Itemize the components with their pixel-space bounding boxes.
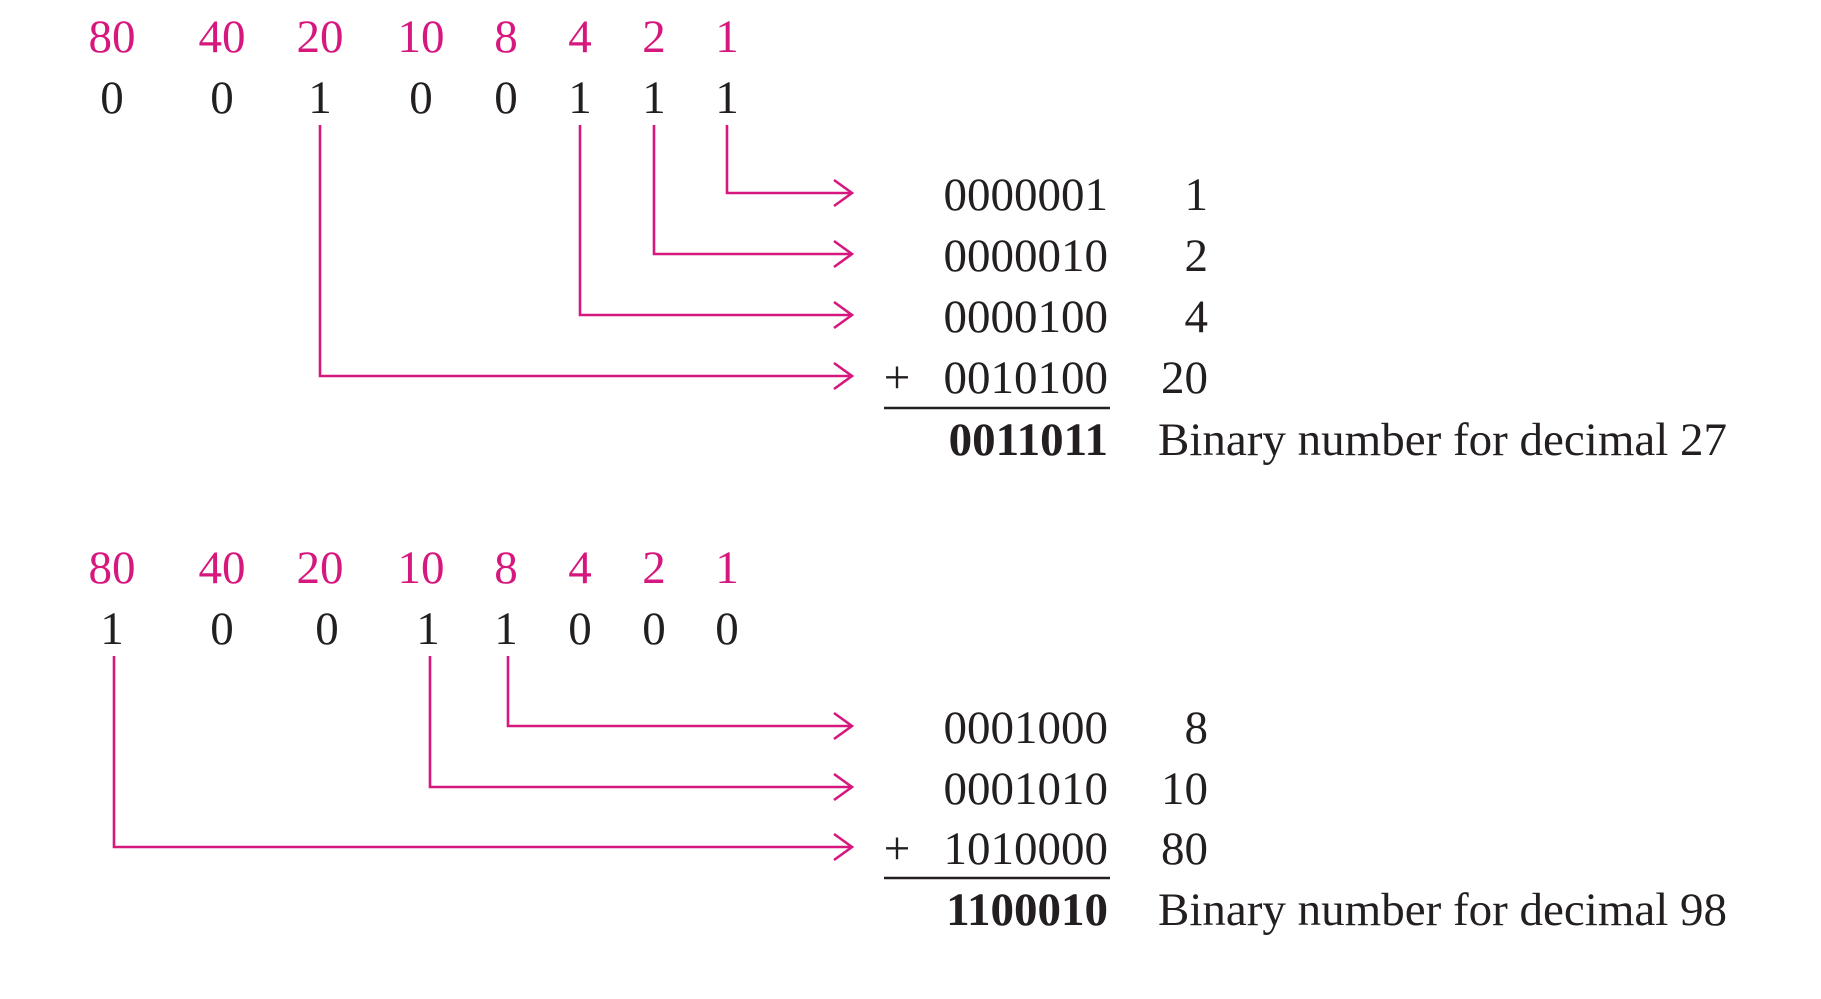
bcd-digit: 0 — [715, 603, 739, 655]
arrow-connector — [725, 125, 850, 195]
addition-column: 0000001 1 0000010 2 0000100 4 + 0010100 … — [884, 169, 1727, 466]
plus-sign: + — [884, 823, 911, 875]
weight-label: 80 — [89, 11, 136, 63]
arrow-connector — [652, 125, 850, 256]
result-label: Binary number for decimal 98 — [1158, 884, 1727, 936]
term-value: 2 — [1185, 230, 1209, 282]
arrowhead-icon — [833, 178, 855, 208]
arrowhead-icon — [833, 361, 855, 391]
weight-row: 80 40 20 10 8 4 2 1 — [89, 11, 739, 63]
weight-label: 10 — [398, 11, 445, 63]
addition-column: 0001000 8 0001010 10 + 1010000 80 110001… — [884, 702, 1727, 936]
bcd-digit: 1 — [715, 72, 739, 124]
weight-label: 1 — [715, 11, 739, 63]
bcd-digit: 0 — [210, 603, 234, 655]
bcd-digit: 0 — [494, 72, 518, 124]
bcd-digit: 1 — [416, 603, 440, 655]
binary-term: 1010000 — [944, 823, 1109, 875]
arrowhead-icon — [833, 711, 855, 741]
plus-sign: + — [884, 352, 911, 404]
weight-row: 80 40 20 10 8 4 2 1 — [89, 542, 739, 594]
term-value: 20 — [1161, 352, 1208, 404]
bcd-digit: 1 — [494, 603, 518, 655]
bcd-digit: 0 — [409, 72, 433, 124]
arrow-connector — [506, 656, 850, 728]
bcd-digit: 1 — [642, 72, 666, 124]
result-binary: 0011011 — [949, 414, 1108, 466]
result-label: Binary number for decimal 27 — [1158, 414, 1727, 466]
bcd-digit: 0 — [315, 603, 339, 655]
term-value: 1 — [1185, 169, 1209, 221]
arrowhead-icon — [833, 300, 855, 330]
arrowhead-icon — [833, 239, 855, 269]
arrow-connector — [318, 125, 850, 378]
arrow-connector — [578, 125, 850, 317]
weight-label: 20 — [297, 11, 344, 63]
weight-label: 10 — [398, 542, 445, 594]
arrow-group — [318, 125, 855, 391]
arrow-connector — [112, 656, 850, 849]
weight-label: 2 — [642, 11, 666, 63]
weight-label: 80 — [89, 542, 136, 594]
weight-label: 40 — [199, 542, 246, 594]
term-value: 80 — [1161, 823, 1208, 875]
term-value: 10 — [1161, 763, 1208, 815]
weight-label: 20 — [297, 542, 344, 594]
weight-label: 4 — [568, 542, 592, 594]
binary-term: 0000010 — [944, 230, 1109, 282]
bcd-digit: 0 — [568, 603, 592, 655]
weight-label: 2 — [642, 542, 666, 594]
binary-term: 0001000 — [944, 702, 1109, 754]
example-1: 80 40 20 10 8 4 2 1 0 0 1 0 0 1 1 1 — [89, 11, 1728, 466]
arrowhead-icon — [833, 832, 855, 862]
result-binary: 1100010 — [946, 884, 1108, 936]
bcd-digit-row: 0 0 1 0 0 1 1 1 — [100, 72, 739, 124]
bcd-digit: 1 — [308, 72, 332, 124]
term-value: 4 — [1185, 291, 1209, 343]
arrow-connector — [428, 656, 850, 789]
bcd-digit: 0 — [100, 72, 124, 124]
binary-term: 0000100 — [944, 291, 1109, 343]
bcd-digit-row: 1 0 0 1 1 0 0 0 — [100, 603, 739, 655]
arrow-group — [112, 656, 855, 862]
arrowhead-icon — [833, 772, 855, 802]
weight-label: 1 — [715, 542, 739, 594]
term-value: 8 — [1185, 702, 1209, 754]
binary-term: 0001010 — [944, 763, 1109, 815]
weight-label: 4 — [568, 11, 592, 63]
bcd-digit: 1 — [568, 72, 592, 124]
binary-term: 0010100 — [944, 352, 1109, 404]
binary-term: 0000001 — [944, 169, 1109, 221]
bcd-digit: 1 — [100, 603, 124, 655]
weight-label: 8 — [494, 542, 518, 594]
example-2: 80 40 20 10 8 4 2 1 1 0 0 1 1 0 0 0 — [89, 542, 1728, 936]
bcd-digit: 0 — [210, 72, 234, 124]
bcd-digit: 0 — [642, 603, 666, 655]
weight-label: 8 — [494, 11, 518, 63]
weight-label: 40 — [199, 11, 246, 63]
